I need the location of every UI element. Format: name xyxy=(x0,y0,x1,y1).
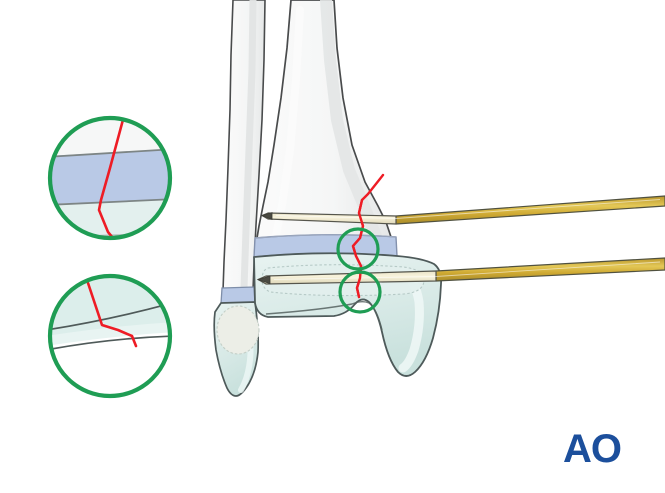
inset-upper-line-upper xyxy=(50,148,170,158)
inset-upper-fracture-line xyxy=(97,118,126,238)
inset-lower-fracture-line xyxy=(86,281,138,348)
inset-lower-border[interactable] xyxy=(47,273,173,399)
inset-upper-line-lower xyxy=(50,198,170,206)
kwire-distal-tip xyxy=(256,275,271,285)
ulnar-ossification-center xyxy=(216,305,260,355)
inset-lower-line-lower xyxy=(50,335,170,351)
radial-physis-upper-edge xyxy=(254,234,397,239)
ulna-inner-shadow xyxy=(240,0,257,292)
marker-circle-physis[interactable] xyxy=(336,227,380,271)
marker-circle-epiphysis[interactable] xyxy=(338,270,382,314)
inset-lower[interactable] xyxy=(46,270,176,399)
fracture-line-overlay xyxy=(351,198,365,299)
ulna-bone xyxy=(213,0,266,397)
radius-articular-line xyxy=(265,301,383,331)
inset-lower-cartilage-band xyxy=(50,322,170,346)
ao-logo-text: AO xyxy=(563,427,621,471)
kwire-distal-highlight xyxy=(273,261,661,280)
inset-upper-physis xyxy=(50,149,170,204)
inset-upper-border[interactable] xyxy=(47,115,173,241)
ao-logo[interactable]: AO xyxy=(563,427,622,471)
kwire-proximal-highlight xyxy=(275,199,661,219)
kwire-proximal-tip xyxy=(260,212,273,220)
